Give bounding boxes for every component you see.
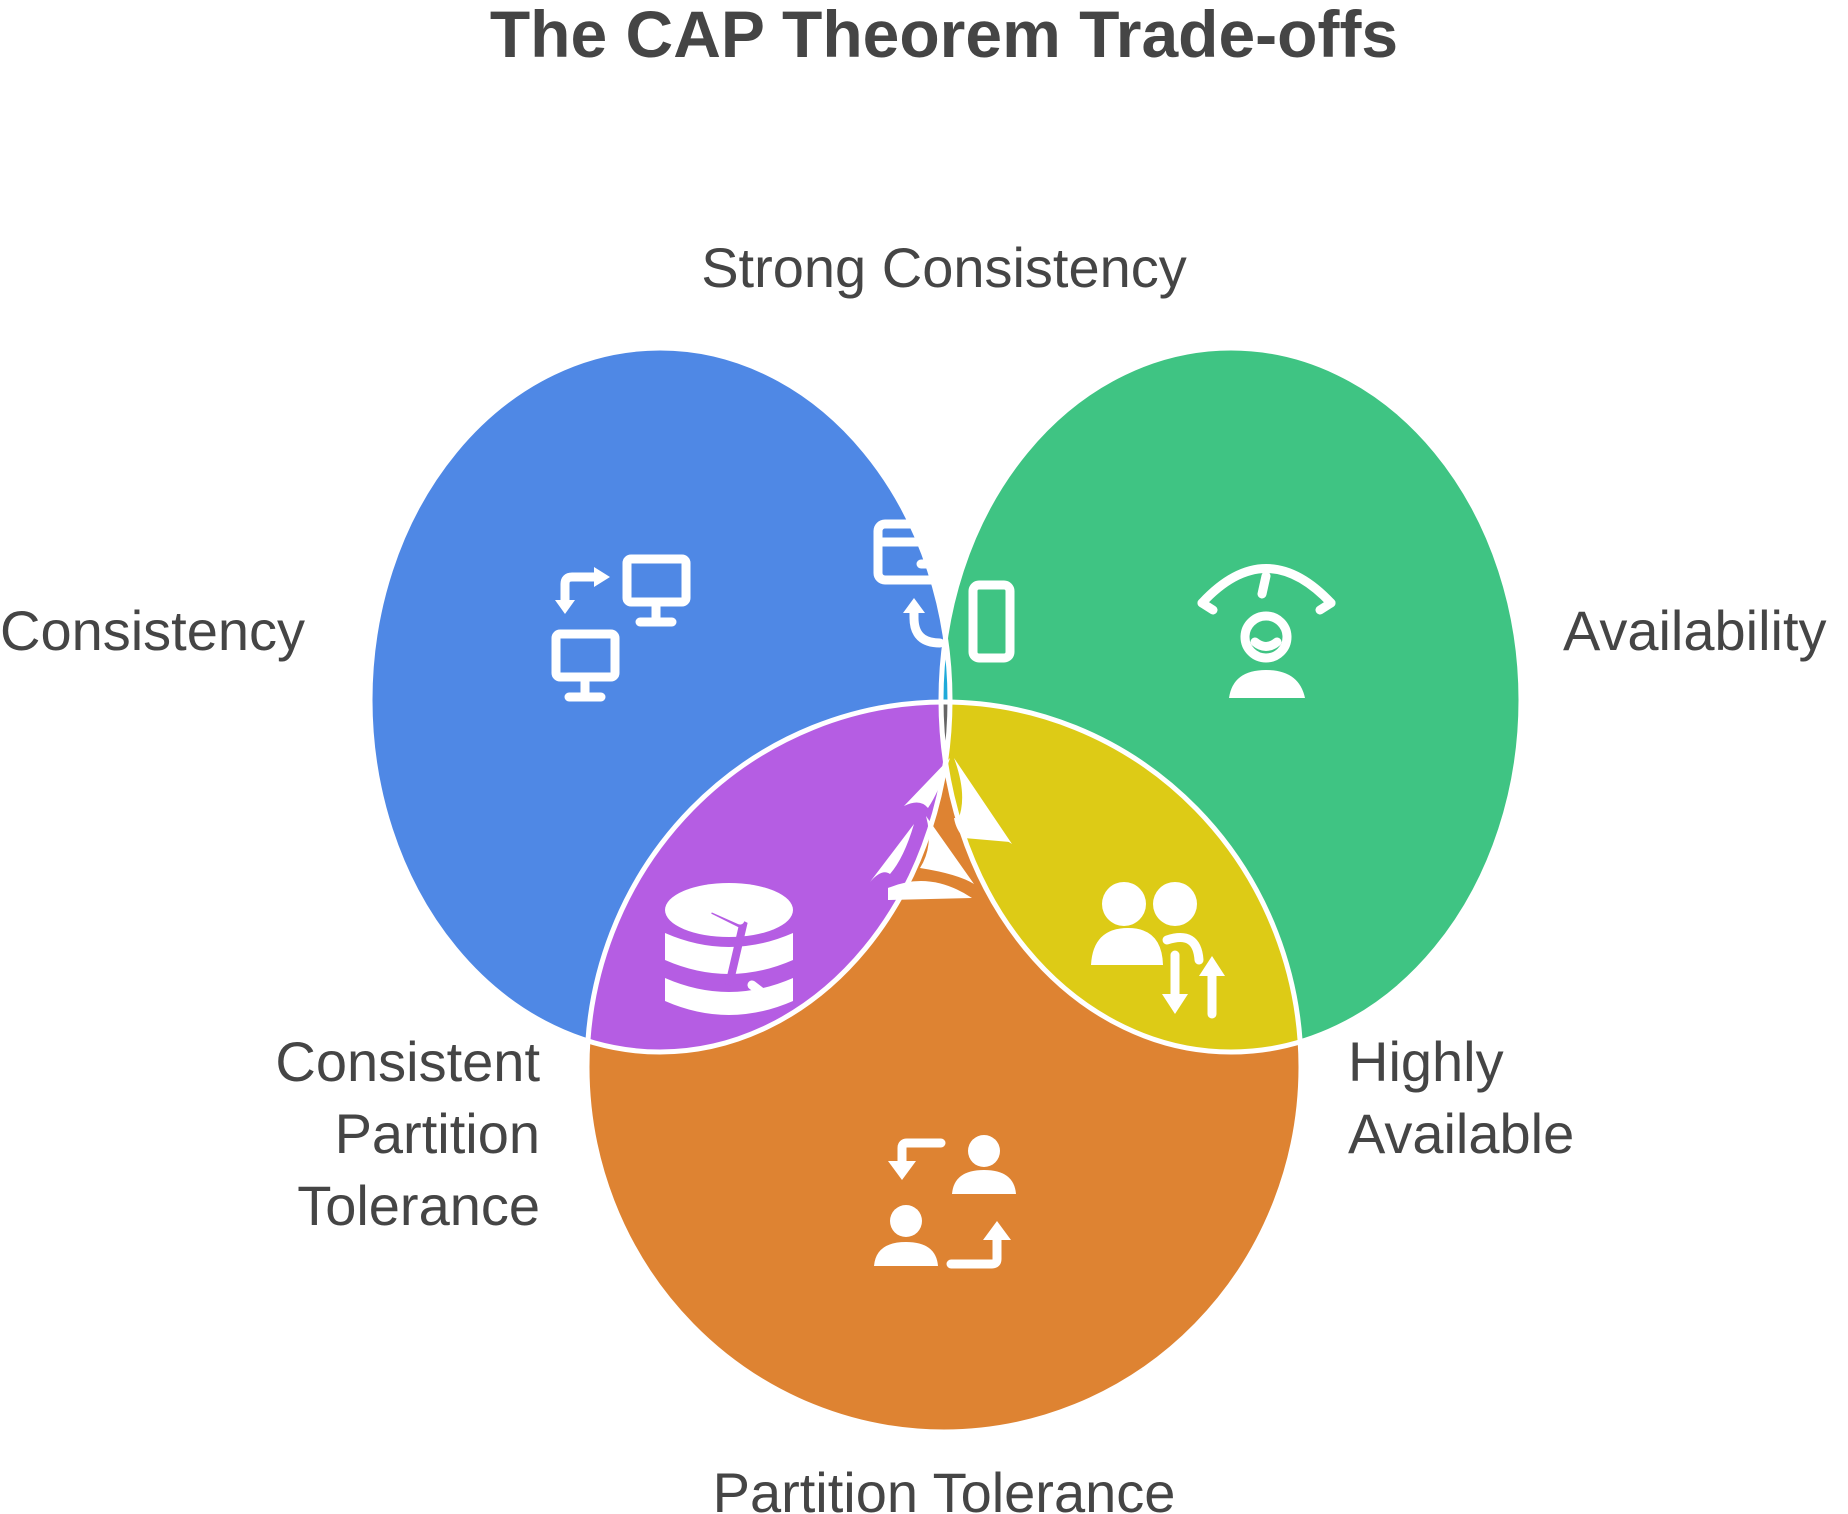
label-strong-consistency: Strong Consistency	[701, 236, 1187, 299]
circle-outlines	[367, 345, 1524, 1435]
user-gauge-icon	[1197, 564, 1336, 698]
label-consistent-line-1: Consistent	[275, 1030, 540, 1093]
label-consistent-line-2: Partition	[335, 1102, 540, 1165]
two-monitors-sync-icon	[551, 554, 691, 702]
triangle-balance-icon	[870, 758, 1012, 900]
page-title: The CAP Theorem Trade-offs	[490, 0, 1398, 71]
card-to-phone-icon	[873, 519, 1015, 663]
label-availability: Availability	[1563, 599, 1827, 662]
user-swap-icon	[874, 1135, 1016, 1269]
label-highly-line-2: Available	[1348, 1102, 1574, 1165]
users-exchange-icon	[1091, 882, 1225, 1019]
label-highly-line-1: Highly	[1348, 1030, 1504, 1093]
split-database-icon	[665, 883, 793, 1015]
label-consistent-line-3: Tolerance	[297, 1174, 540, 1237]
label-consistency: Consistency	[0, 599, 305, 662]
label-partition-tolerance: Partition Tolerance	[713, 1461, 1176, 1514]
